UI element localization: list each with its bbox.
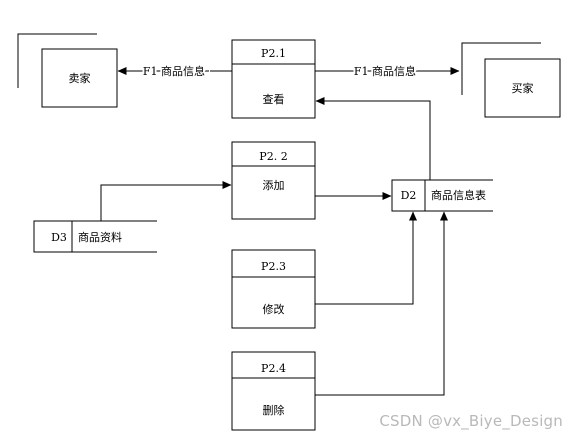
process-p2-4-name: 删除 [263,403,285,417]
datastore-d2: D2 商品信息表 [391,179,493,212]
datastore-d3-id: D3 [51,231,67,244]
process-p2-2-id: P2. 2 [259,150,287,163]
process-p2-4-id: P2.4 [261,362,286,375]
datastore-d2-id: D2 [401,189,417,202]
process-p2-1: P2.1 查看 [231,39,316,119]
datastore-d2-name: 商品信息表 [431,188,486,202]
entity-seller: 卖家 [17,33,118,108]
flow-to-seller-label: F1 商品信息 [143,64,205,78]
flow-to-buyer-label: F1 商品信息 [354,64,416,78]
process-p2-2-name: 添加 [263,178,285,192]
flow-p2-1-to-seller: F1 商品信息 [117,62,232,80]
datastore-d3: D3 商品资料 [33,220,157,253]
process-p2-3-name: 修改 [263,302,285,316]
entity-buyer: 买家 [461,42,561,118]
process-p2-4: P2.4 删除 [231,351,316,431]
datastore-d3-name: 商品资料 [78,230,122,244]
entity-buyer-label: 买家 [512,81,534,95]
watermark: CSDN @vx_Biye_Design [379,412,563,430]
flow-p2-4-to-d2 [315,211,448,396]
entity-seller-label: 卖家 [69,71,91,85]
flow-p2-3-to-d2 [315,211,417,305]
process-p2-1-name: 查看 [263,92,285,106]
process-p2-1-id: P2.1 [261,47,286,60]
process-p2-3: P2.3 修改 [231,249,316,329]
flow-p2-1-to-buyer: F1 商品信息 [315,62,460,80]
process-p2-2: P2. 2 添加 [231,141,316,220]
process-p2-3-id: P2.3 [261,260,286,273]
flow-d2-to-p2-1 [315,97,431,180]
flow-d3-to-p2-2 [100,181,232,221]
